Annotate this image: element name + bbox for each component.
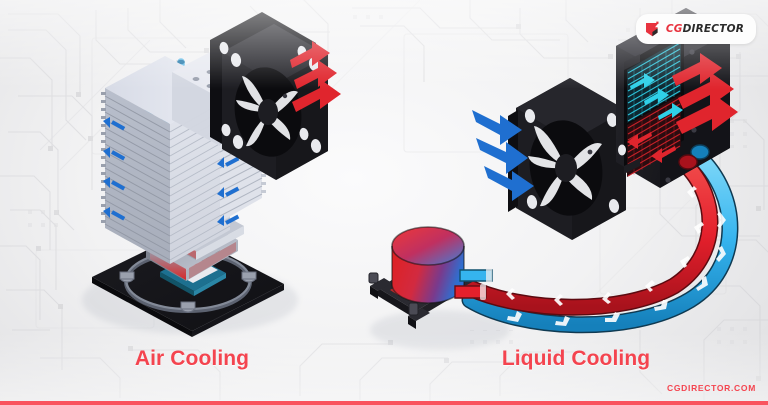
liquid-cooling-caption: Liquid Cooling — [501, 347, 651, 370]
logo-text-director: DIRECTOR — [682, 23, 744, 35]
bottom-accent-bar — [0, 401, 768, 405]
cooler-base-block — [146, 202, 244, 281]
hot-air-exhaust-arrows — [672, 53, 738, 134]
footer-watermark: CGDIRECTOR.COM — [667, 383, 756, 393]
cold-air-intake-arrows — [103, 117, 126, 221]
radiator-fan — [508, 78, 626, 240]
pump-waterblock — [368, 226, 493, 329]
cpu-heat-arrows — [174, 241, 208, 271]
hot-air-exhaust-arrows — [290, 41, 341, 112]
coolant-tube-cold — [463, 148, 737, 332]
logo-wordmark: CGDIRECTOR — [666, 23, 744, 35]
air-cooling-caption: Air Cooling — [134, 347, 250, 370]
coolant-tube-hot — [463, 156, 717, 315]
heatsink-fin-stack — [101, 50, 266, 264]
motherboard-socket — [92, 232, 284, 337]
cold-air-intake-arrows — [472, 110, 534, 201]
coolant-flow-arrows-hot-radiator — [627, 132, 676, 163]
coolant-flow-arrows-cold-radiator — [630, 73, 683, 120]
cold-air-intake-arrows-right — [217, 126, 240, 226]
coolant-flow-arrows-hot — [506, 186, 704, 306]
cpu-fan — [210, 12, 328, 180]
coolant-tubes — [461, 146, 739, 334]
cgdirector-logo[interactable]: CGDIRECTOR — [635, 14, 756, 44]
coolant-flow-arrows-cold — [507, 212, 726, 326]
logo-text-cg: CG — [665, 23, 683, 35]
cgdirector-flag-icon — [644, 21, 661, 38]
heat-pipes — [144, 58, 222, 249]
